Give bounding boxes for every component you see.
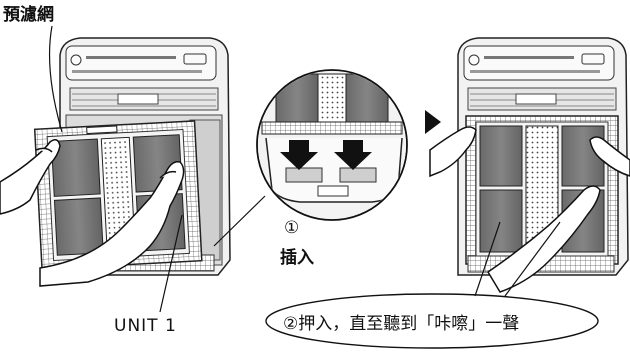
step2-callout bbox=[265, 221, 599, 349]
detail-leader-line bbox=[213, 195, 266, 247]
step2-instruction: ②押入，直至聽到「咔嚓」一聲 bbox=[283, 314, 520, 334]
left-hands bbox=[0, 139, 185, 287]
unit-leader-line bbox=[159, 214, 183, 313]
prefilter-label: 預濾網 bbox=[3, 5, 54, 25]
right-hands bbox=[429, 126, 630, 293]
step1-number: ① bbox=[284, 218, 300, 238]
detail-magnifier bbox=[256, 69, 408, 221]
prefilter-leader-line bbox=[48, 25, 63, 133]
left-filter-unit bbox=[33, 120, 203, 270]
next-step-arrow bbox=[425, 110, 441, 134]
step1-instruction: 插入 bbox=[280, 248, 314, 268]
unit-label: UNIT 1 bbox=[114, 316, 177, 336]
push-down-arrows bbox=[280, 140, 372, 170]
